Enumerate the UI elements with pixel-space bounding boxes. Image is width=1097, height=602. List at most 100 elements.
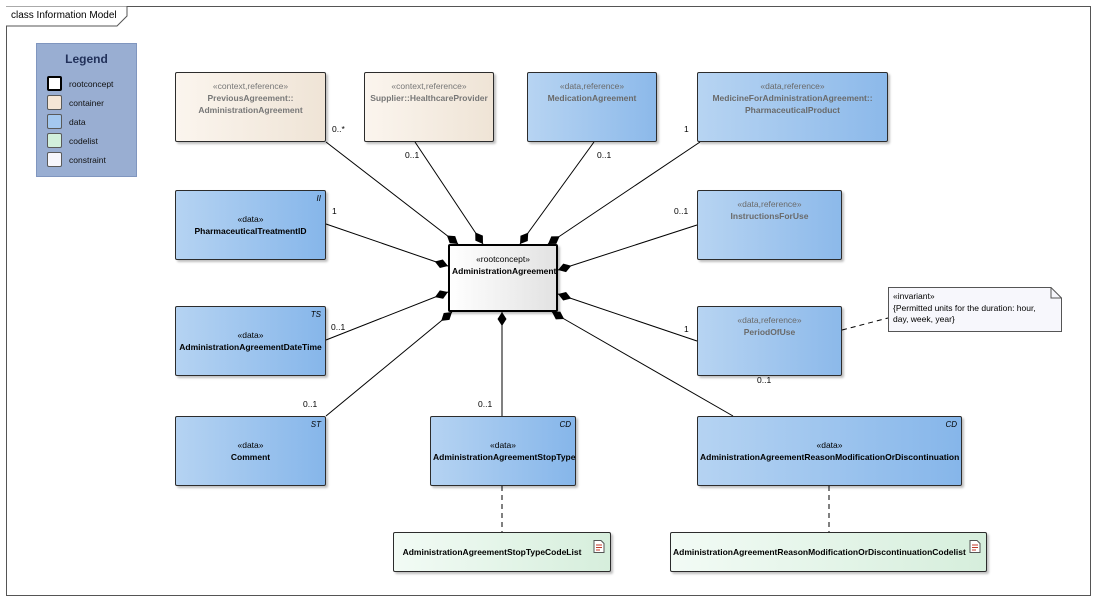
class-medicine-pharmaceutical-product[interactable]: «data,reference» MedicineForAdministrati…: [697, 72, 888, 142]
association-line-period: [557, 293, 698, 342]
legend-swatch: [47, 152, 62, 167]
frame-tab-shape: [6, 6, 128, 27]
legend-swatch: [47, 133, 62, 148]
codelist-name: AdministrationAgreementReasonModificatio…: [673, 547, 966, 557]
class-stereotype: «context,reference»: [212, 81, 289, 91]
multiplicity-instructions: 0..1: [674, 206, 689, 216]
invariant-note: «invariant» {Permitted units for the dur…: [888, 287, 1062, 332]
note-stereotype: «invariant»: [893, 291, 935, 301]
class-name: InstructionsForUse: [730, 211, 809, 221]
class-supplier-healthcare-provider[interactable]: «context,reference» Supplier::Healthcare…: [364, 72, 494, 142]
class-stereotype: «data»: [237, 440, 264, 450]
datatype-tag: CD: [559, 420, 571, 429]
class-stereotype: «data,reference»: [737, 199, 802, 209]
association-line-treatment: [325, 223, 449, 267]
class-stereotype: «data,reference»: [559, 81, 625, 91]
note-shape: [888, 287, 1062, 332]
multiplicity-period: 1: [684, 324, 689, 334]
class-name: MedicationAgreement: [547, 93, 637, 103]
codelist-stop-type[interactable]: AdministrationAgreementStopTypeCodeList: [393, 532, 611, 572]
multiplicity-treatment: 1: [332, 206, 337, 216]
multiplicity-supplier: 0..1: [405, 150, 420, 160]
class-stereotype: «data»: [237, 330, 264, 340]
class-stereotype: «context,reference»: [391, 81, 467, 91]
legend-item-label: container: [69, 98, 104, 108]
legend-swatch: [47, 114, 62, 129]
association-line-previous: [325, 141, 459, 245]
association-line-comment: [325, 311, 453, 417]
composition-diamond-stoptype: [497, 312, 507, 326]
class-administration-agreement-stop-type[interactable]: CD «data» AdministrationAgreementStopTyp…: [430, 416, 576, 486]
frame-title: class Information Model: [11, 10, 117, 21]
association-line-reason: [551, 311, 734, 417]
class-stereotype: «data»: [237, 214, 264, 224]
composition-diamond-datetime: [434, 290, 448, 299]
legend-item-label: rootconcept: [69, 79, 114, 89]
note-link-period: [841, 317, 889, 331]
class-previous-agreement[interactable]: «context,reference» PreviousAgreement:: …: [175, 72, 326, 142]
class-comment[interactable]: ST «data» Comment: [175, 416, 326, 486]
composition-diamond-medication: [520, 232, 529, 244]
composition-diamond-comment: [441, 312, 452, 321]
class-name: Supplier::HealthcareProvider: [370, 93, 488, 103]
legend-swatch: [47, 76, 62, 91]
class-name: AdministrationAgreementStopType: [433, 452, 576, 462]
class-name: Comment: [230, 452, 271, 462]
composition-diamond-reason: [552, 311, 565, 320]
class-name: PreviousAgreement::: [207, 93, 294, 103]
multiplicity-comment: 0..1: [303, 399, 318, 409]
composition-diamond-instructions: [558, 263, 572, 273]
codelist-name: AdministrationAgreementStopTypeCodeList: [402, 547, 582, 557]
composition-diamond-treatment: [434, 259, 448, 268]
class-name: AdministrationAgreementDateTime: [179, 342, 322, 352]
class-name: PharmaceuticalTreatmentID: [194, 226, 307, 236]
class-pharmaceutical-treatment-id[interactable]: II «data» PharmaceuticalTreatmentID: [175, 190, 326, 260]
association-line-datetime: [325, 291, 449, 341]
class-stereotype: «data»: [816, 440, 843, 450]
note-text: {Permitted units for the duration: hour,…: [893, 302, 1036, 325]
class-administration-agreement-datetime[interactable]: TS «data» AdministrationAgreementDateTim…: [175, 306, 326, 376]
class-administration-agreement-root[interactable]: «rootconcept» AdministrationAgreement: [448, 244, 558, 312]
class-name: MedicineForAdministrationAgreement::: [712, 93, 873, 103]
composition-diamond-previous: [446, 235, 458, 244]
class-stereotype: «rootconcept»: [476, 254, 530, 264]
legend-title: Legend: [65, 52, 108, 66]
datatype-tag: CD: [945, 420, 957, 429]
association-line-instructions: [557, 224, 698, 271]
legend-item-label: codelist: [69, 136, 98, 146]
legend-item-label: data: [69, 117, 86, 127]
legend-swatch: [47, 95, 62, 110]
document-icon: [593, 540, 605, 553]
class-name: AdministrationAgreementReasonModificatio…: [700, 452, 960, 462]
legend-item-label: constraint: [69, 155, 106, 165]
class-period-of-use[interactable]: «data,reference» PeriodOfUse: [697, 306, 842, 376]
class-name-line2: PharmaceuticalProduct: [745, 105, 840, 115]
composition-diamond-period: [558, 291, 572, 301]
association-line-medication: [519, 141, 595, 245]
legend: Legend rootconcept container data codeli…: [36, 43, 137, 177]
class-medication-agreement[interactable]: «data,reference» MedicationAgreement: [527, 72, 657, 142]
multiplicity-period-bottom: 0..1: [757, 375, 772, 385]
codelist-reason-modification-or-discontinuation[interactable]: AdministrationAgreementReasonModificatio…: [670, 532, 987, 572]
document-icon: [969, 540, 981, 553]
class-name: AdministrationAgreement: [452, 266, 557, 276]
association-line-medicine: [547, 141, 701, 245]
multiplicity-previous: 0..*: [332, 124, 345, 134]
class-instructions-for-use[interactable]: «data,reference» InstructionsForUse: [697, 190, 842, 260]
composition-diamond-medicine: [548, 236, 560, 244]
datatype-tag: TS: [310, 310, 321, 319]
datatype-tag: ST: [310, 420, 321, 429]
diagram-frame: [6, 6, 1091, 596]
class-name: PeriodOfUse: [743, 327, 796, 337]
multiplicity-datetime: 0..1: [331, 322, 346, 332]
datatype-tag: II: [316, 194, 321, 203]
note-content: «invariant» {Permitted units for the dur…: [893, 291, 1053, 326]
class-stereotype: «data,reference»: [737, 315, 802, 325]
association-line-supplier: [414, 141, 484, 245]
multiplicity-stoptype: 0..1: [478, 399, 493, 409]
class-stereotype: «data»: [490, 440, 516, 450]
multiplicity-medication: 0..1: [597, 150, 612, 160]
multiplicity-medicine: 1: [684, 124, 689, 134]
class-reason-modification-or-discontinuation[interactable]: CD «data» AdministrationAgreementReasonM…: [697, 416, 962, 486]
